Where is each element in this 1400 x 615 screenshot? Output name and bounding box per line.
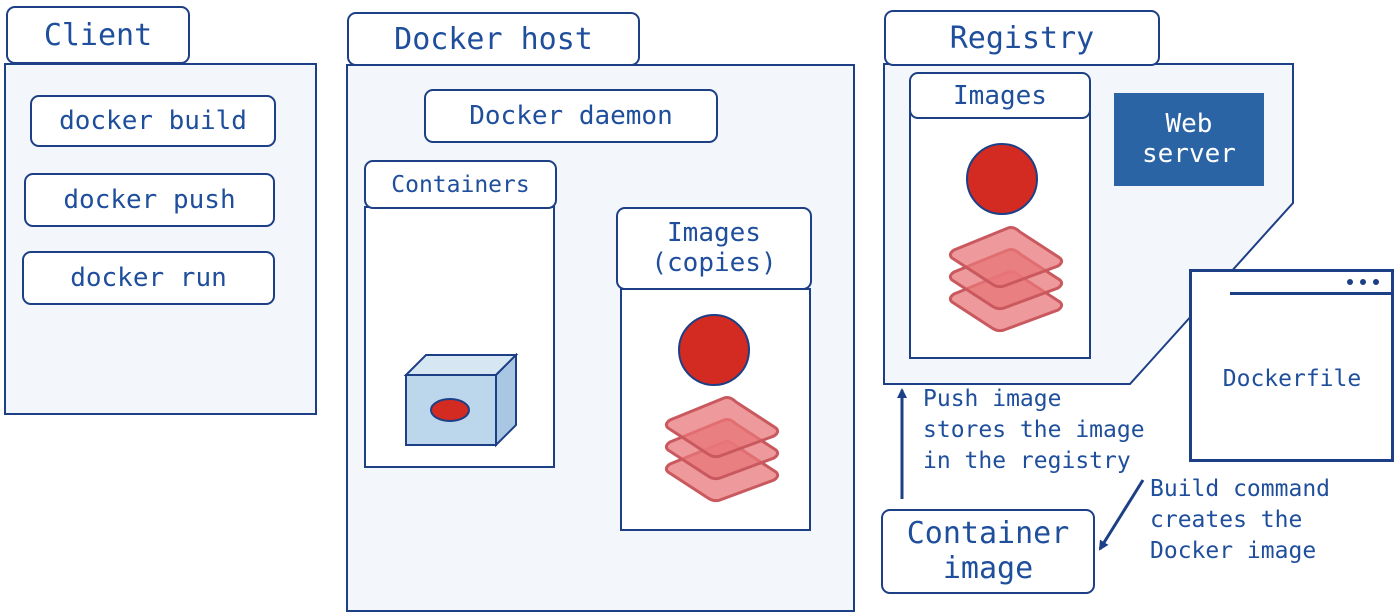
dockerfile-label: Dockerfile [1222, 366, 1362, 392]
registry-images-label: Images [909, 72, 1091, 119]
registry-image-layers-icon [948, 226, 1064, 333]
build-note: Build command creates the Docker image [1150, 476, 1331, 564]
container-image-box: Container image [881, 509, 1095, 594]
host-image-circle-icon [678, 314, 750, 386]
web-server-box: Web server [1114, 93, 1264, 186]
docker-push-command[interactable]: docker push [24, 173, 275, 227]
push-note: Push image stores the image in the regis… [923, 386, 1145, 474]
docker-build-command[interactable]: docker build [30, 95, 276, 147]
host-images-label: Images (copies) [616, 207, 812, 290]
build-arrow [1098, 479, 1145, 551]
docker-daemon-label: Docker daemon [424, 89, 718, 143]
registry-image-circle-icon [966, 143, 1038, 215]
docker-host-title: Docker host [347, 12, 640, 66]
client-title: Client [6, 6, 190, 64]
dockerfile-window [1189, 269, 1394, 462]
registry-title: Registry [884, 10, 1160, 66]
window-dots-icon [1347, 279, 1379, 285]
host-image-layers-icon [664, 396, 780, 503]
containers-label: Containers [364, 160, 557, 209]
docker-run-command[interactable]: docker run [22, 251, 275, 305]
dockerfile-titlebar [1230, 269, 1394, 295]
container-cube-icon [403, 352, 519, 448]
